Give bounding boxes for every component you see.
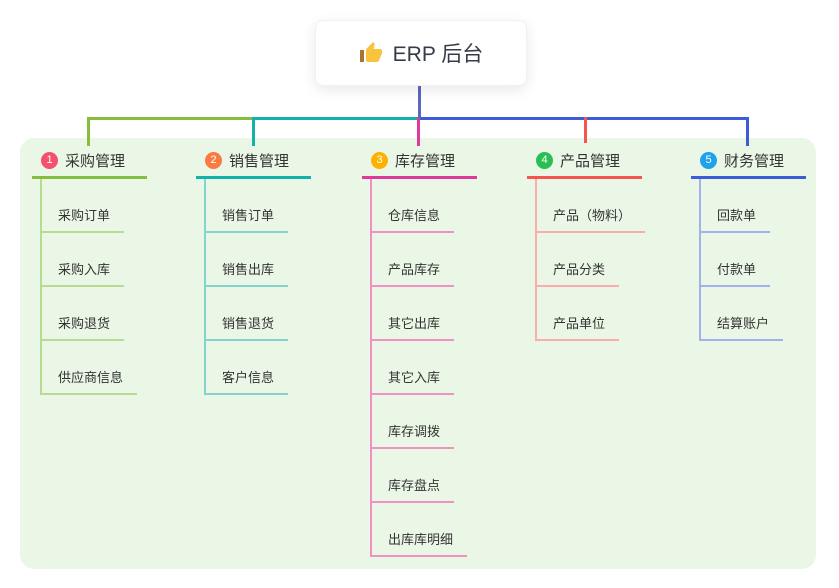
branch-finance: 5 财务管理 回款单 付款单 结算账户 — [691, 147, 806, 341]
child-node[interactable]: 采购退货 — [42, 313, 125, 341]
branch-node[interactable]: 5 财务管理 — [691, 147, 806, 179]
child-node[interactable]: 客户信息 — [206, 367, 289, 395]
connector-bus-branch1 — [87, 117, 253, 120]
branch-index-badge: 2 — [205, 152, 222, 169]
connector-drop-branch4 — [584, 117, 587, 143]
child-node[interactable]: 其它入库 — [372, 367, 455, 395]
mindmap-background-panel — [20, 138, 816, 569]
connector-root-vertical — [418, 84, 421, 118]
root-label: ERP 后台 — [392, 43, 484, 66]
child-node[interactable]: 产品库存 — [372, 259, 455, 287]
thumbs-up-icon — [359, 41, 383, 65]
connector-drop-branch2 — [252, 117, 255, 146]
child-node[interactable]: 采购订单 — [42, 205, 125, 233]
child-node[interactable]: 销售退货 — [206, 313, 289, 341]
branch-children: 销售订单 销售出库 销售退货 客户信息 — [204, 179, 289, 395]
root-node[interactable]: ERP 后台 — [315, 20, 527, 86]
branch-node[interactable]: 3 库存管理 — [362, 147, 477, 179]
branch-children: 采购订单 采购入库 采购退货 供应商信息 — [40, 179, 138, 395]
branch-index-badge: 3 — [371, 152, 388, 169]
connector-drop-branch5 — [746, 117, 749, 146]
branch-label: 财务管理 — [724, 153, 785, 170]
branch-inventory: 3 库存管理 仓库信息 产品库存 其它出库 其它入库 库存调拨 库存盘点 出库库… — [362, 147, 477, 557]
child-node[interactable]: 产品单位 — [537, 313, 620, 341]
branch-node[interactable]: 2 销售管理 — [196, 147, 311, 179]
branch-index-badge: 1 — [41, 152, 58, 169]
child-node[interactable]: 产品（物料） — [537, 205, 646, 233]
child-node[interactable]: 其它出库 — [372, 313, 455, 341]
connector-drop-branch3 — [417, 117, 420, 146]
child-node[interactable]: 付款单 — [701, 259, 771, 287]
branch-children: 仓库信息 产品库存 其它出库 其它入库 库存调拨 库存盘点 出库库明细 — [370, 179, 468, 557]
connector-bus-branch5 — [418, 117, 749, 120]
branch-label: 采购管理 — [65, 153, 126, 170]
child-node[interactable]: 销售出库 — [206, 259, 289, 287]
child-node[interactable]: 采购入库 — [42, 259, 125, 287]
child-node[interactable]: 出库库明细 — [372, 529, 468, 557]
child-node[interactable]: 供应商信息 — [42, 367, 138, 395]
branch-label: 库存管理 — [395, 153, 456, 170]
child-node[interactable]: 产品分类 — [537, 259, 620, 287]
branch-index-badge: 5 — [700, 152, 717, 169]
connector-bus-branch2 — [252, 117, 420, 120]
branch-sales: 2 销售管理 销售订单 销售出库 销售退货 客户信息 — [196, 147, 311, 395]
child-node[interactable]: 结算账户 — [701, 313, 784, 341]
child-node[interactable]: 仓库信息 — [372, 205, 455, 233]
branch-label: 销售管理 — [229, 153, 290, 170]
child-node[interactable]: 回款单 — [701, 205, 771, 233]
branch-purchase: 1 采购管理 采购订单 采购入库 采购退货 供应商信息 — [32, 147, 147, 395]
branch-label: 产品管理 — [560, 153, 621, 170]
child-node[interactable]: 库存调拨 — [372, 421, 455, 449]
child-node[interactable]: 库存盘点 — [372, 475, 455, 503]
branch-children: 产品（物料） 产品分类 产品单位 — [535, 179, 646, 341]
child-node[interactable]: 销售订单 — [206, 205, 289, 233]
branch-node[interactable]: 4 产品管理 — [527, 147, 642, 179]
branch-product: 4 产品管理 产品（物料） 产品分类 产品单位 — [527, 147, 646, 341]
branch-node[interactable]: 1 采购管理 — [32, 147, 147, 179]
connector-drop-branch1 — [87, 117, 90, 146]
branch-children: 回款单 付款单 结算账户 — [699, 179, 784, 341]
branch-index-badge: 4 — [536, 152, 553, 169]
